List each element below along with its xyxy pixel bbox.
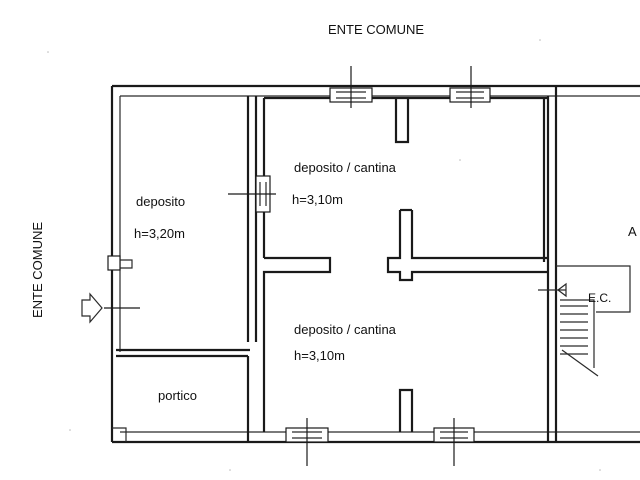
ec-stair-block [538, 265, 631, 377]
window-left-internal [228, 175, 276, 213]
top-neighbor-label: ENTE COMUNE [328, 22, 424, 37]
outer-walls [110, 84, 640, 444]
left-neighbor-label: ENTE COMUNE [30, 222, 45, 318]
right-edge-partial-label: A [628, 224, 637, 239]
portico-walls [112, 348, 250, 442]
room-ec-label: E.C. [588, 291, 611, 305]
window-bottom-left [285, 418, 329, 466]
deposito-partition [246, 96, 258, 342]
window-bottom-right [433, 418, 475, 466]
central-partitions [262, 96, 548, 432]
right-party-wall [546, 86, 558, 442]
room-upper-label: deposito / cantina [294, 160, 397, 175]
room-lower-label: deposito / cantina [294, 322, 397, 337]
entrance-arrow-icon [81, 255, 140, 324]
room-deposito-label: deposito [136, 194, 185, 209]
window-top-right [449, 66, 491, 108]
room-upper-height: h=3,10m [292, 192, 343, 207]
room-portico-label: portico [158, 388, 197, 403]
room-lower-height: h=3,10m [294, 348, 345, 363]
window-top-left [329, 66, 373, 108]
room-deposito-height: h=3,20m [134, 226, 185, 241]
scan-noise [47, 39, 601, 471]
